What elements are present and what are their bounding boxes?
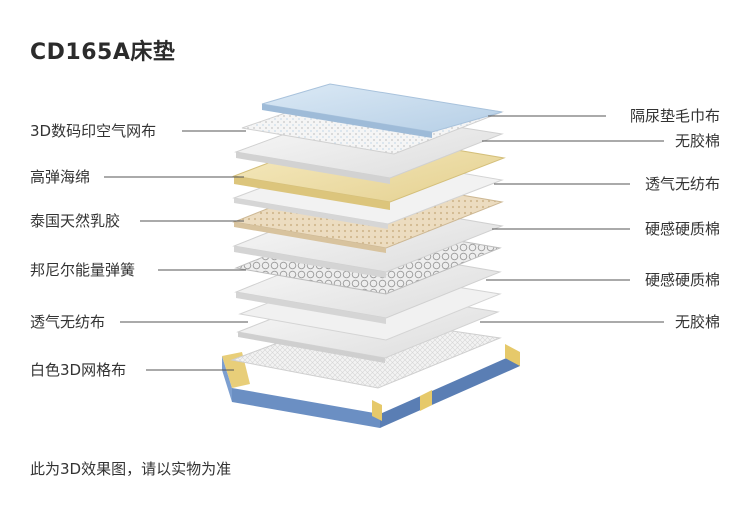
label-white-3d-mesh: 白色3D网格布 — [30, 361, 126, 379]
label-hard-cotton-2: 硬感硬质棉 — [645, 271, 720, 289]
label-high-elastic-sponge: 高弹海绵 — [30, 168, 90, 186]
label-bonnell-spring: 邦尼尔能量弹簧 — [30, 261, 135, 279]
label-cotton-bottom: 无胶棉 — [675, 313, 720, 331]
label-air-mesh-fabric: 3D数码印空气网布 — [30, 122, 156, 140]
label-nonwoven-right: 透气无纺布 — [645, 175, 720, 193]
label-towel-pad: 隔尿垫毛巾布 — [630, 107, 720, 125]
label-nonwoven-left: 透气无纺布 — [30, 313, 105, 331]
label-cotton-top: 无胶棉 — [675, 132, 720, 150]
disclaimer-footnote: 此为3D效果图，请以实物为准 — [30, 458, 231, 479]
label-hard-cotton-1: 硬感硬质棉 — [645, 220, 720, 238]
label-natural-latex: 泰国天然乳胶 — [30, 212, 120, 230]
